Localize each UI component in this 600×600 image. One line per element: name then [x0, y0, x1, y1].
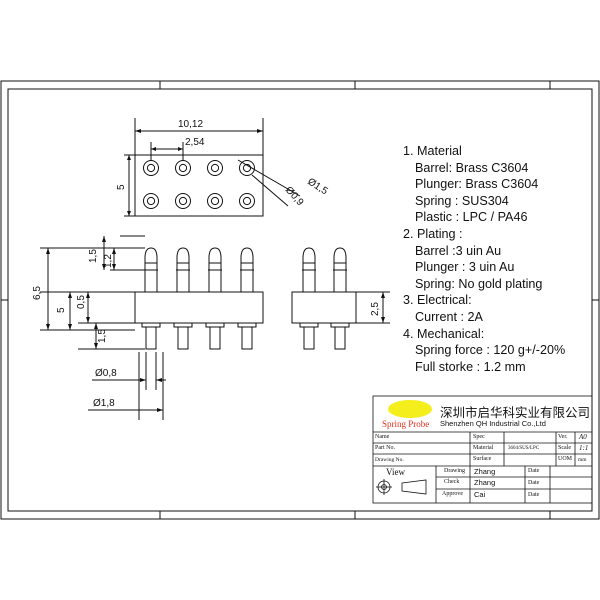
dim-body-mid: 0,5 [76, 295, 87, 309]
scale-label: Scale [558, 445, 571, 451]
view-label: View [386, 467, 405, 477]
plating-plunger: Plunger : 3 uin Au [415, 260, 515, 275]
dim-pin-dia: Ø0,8 [95, 368, 117, 379]
dim-plunger-dia: Ø1,8 [93, 398, 115, 409]
check-date-label: Date [528, 480, 540, 486]
partno-label: Part No. [375, 445, 395, 451]
material-barrel: Barrel: Brass C3604 [415, 160, 529, 175]
title-block [372, 395, 593, 504]
top-view-housing [134, 154, 264, 217]
drawing-label: Drawing [444, 468, 465, 474]
dim-top-height: 5 [116, 184, 127, 190]
spec-label: Spec [473, 434, 485, 440]
unit-value: mm [578, 457, 587, 463]
dim-side-height: 2,5 [370, 302, 381, 316]
front-view-arrows [46, 236, 163, 412]
view-symbol-icon [376, 479, 427, 495]
check-name: Zhang [474, 478, 496, 487]
dim-top-width: 10,12 [178, 119, 203, 130]
dim-bottom-pin: 1,5 [97, 329, 108, 343]
material-value: 3604/SUS/LPC [508, 446, 540, 451]
material-title: 1. Material [403, 144, 462, 158]
name-label: Name [375, 434, 390, 440]
plating-spring: Spring: No gold plating [415, 276, 543, 291]
company-en: Shenzhen QH Industrial Co.,Ltd [440, 419, 546, 428]
dim-body-height: 5 [56, 307, 67, 313]
surface-label: Surface [473, 456, 492, 462]
mechanical-stroke: Full storke : 1.2 mm [415, 359, 526, 374]
bottom-pins [141, 322, 257, 350]
plunger-tips [144, 247, 254, 292]
front-view [40, 235, 264, 420]
spec-notes: 1. Material Barrel: Brass C3604 Plunger:… [403, 143, 598, 375]
material-label: Material [473, 445, 494, 451]
dim-hole-outer: Ø1,5 [305, 176, 330, 197]
ver-value: A0 [579, 433, 587, 441]
side-view-housing [291, 291, 357, 324]
approve-date-label: Date [528, 492, 540, 498]
frame-ticks [1, 81, 599, 519]
ver-label: Ver. [558, 434, 568, 440]
approve-label: Approve [442, 491, 463, 497]
scale-value: 1:1 [579, 444, 589, 452]
dim-tip-head: 1,2 [103, 254, 114, 268]
mechanical-title: 4. Mechanical: [403, 326, 485, 341]
top-view-holes [143, 160, 255, 209]
dim-tip-len: 1,5 [88, 249, 99, 263]
material-spring: Spring : SUS304 [415, 193, 509, 208]
drawing-date-label: Date [528, 468, 540, 474]
electrical-current: Current : 2A [415, 309, 483, 324]
approve-name: Cai [474, 490, 486, 499]
dim-pitch: 2,54 [185, 137, 205, 148]
material-plastic: Plastic : LPC / PA46 [415, 210, 528, 225]
dim-overall-height: 6,5 [32, 286, 43, 300]
plating-title: 2. Plating : [403, 226, 463, 241]
drawingno-label: Drawing No. [375, 457, 404, 463]
material-plunger: Plunger: Brass C3604 [415, 177, 539, 192]
electrical-title: 3. Electrical: [403, 293, 472, 308]
company-cn: 深圳市启华科实业有限公司 [440, 405, 591, 420]
logo-text: Spring Probe [382, 419, 430, 429]
side-view [291, 247, 390, 350]
plating-barrel: Barrel :3 uin Au [415, 243, 502, 258]
mechanical-force: Spring force : 120 g+/-20% [415, 343, 566, 358]
drawing-name: Zhang [474, 467, 496, 476]
top-view-arrows [127, 129, 263, 216]
logo-highlight [388, 400, 432, 418]
check-label: Check [444, 479, 460, 485]
front-view-housing [134, 291, 264, 324]
unit-label: UOM [558, 456, 573, 462]
side-view-arrows [381, 292, 385, 323]
top-view [124, 118, 301, 217]
